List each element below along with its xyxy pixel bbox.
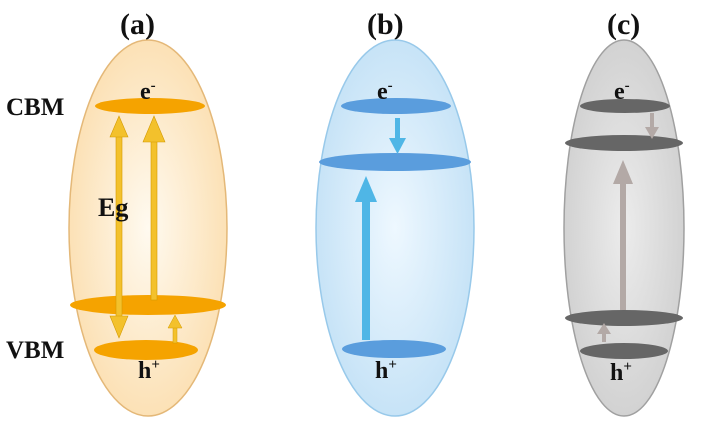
panel-b-hole-label: h+	[375, 357, 397, 384]
panel-b-crystal	[315, 39, 475, 417]
panel-a-eg-label: Eg	[98, 193, 128, 222]
panel-a-small-arrow	[167, 314, 183, 344]
panel-c-trap-band	[565, 135, 683, 151]
panel-a-cbm-band	[95, 98, 205, 114]
panel-c: (c) e- h+	[563, 8, 685, 417]
cbm-label: CBM	[6, 94, 64, 121]
panel-b-trap-band	[319, 153, 471, 171]
panel-a-hole-label: h+	[138, 357, 160, 384]
panel-c-small-arrow	[597, 323, 611, 342]
panel-b-vbm-band	[342, 340, 446, 358]
panel-a-electron-label: e-	[140, 78, 156, 105]
panel-c-relaxation-arrow	[645, 113, 659, 139]
panel-a-defect-band	[70, 295, 226, 315]
panel-b: (b) e- h+	[315, 8, 475, 417]
vbm-label: VBM	[6, 337, 64, 364]
panel-b-excitation-arrow	[355, 176, 377, 340]
panel-c-title: (c)	[607, 8, 640, 41]
panel-b-cbm-band	[341, 98, 451, 114]
panel-c-hole-label: h+	[610, 359, 632, 386]
panel-b-relaxation-arrow	[389, 118, 406, 154]
panel-b-title: (b)	[367, 8, 404, 41]
panel-c-defect-band	[565, 310, 683, 326]
panel-a-crystal	[68, 39, 228, 417]
panel-a: (a) Eg e- h+	[68, 8, 228, 417]
panel-a-eg-double-arrow	[109, 115, 129, 339]
panel-a-title: (a)	[120, 8, 155, 41]
panel-b-electron-label: e-	[377, 78, 393, 105]
panel-c-vbm-band	[580, 343, 668, 359]
panel-a-excitation-arrow	[142, 115, 166, 301]
panel-c-electron-label: e-	[614, 78, 630, 105]
panel-a-vbm-band	[94, 340, 198, 360]
panel-c-excitation-arrow	[613, 160, 633, 310]
panel-c-cbm-band	[580, 99, 670, 113]
